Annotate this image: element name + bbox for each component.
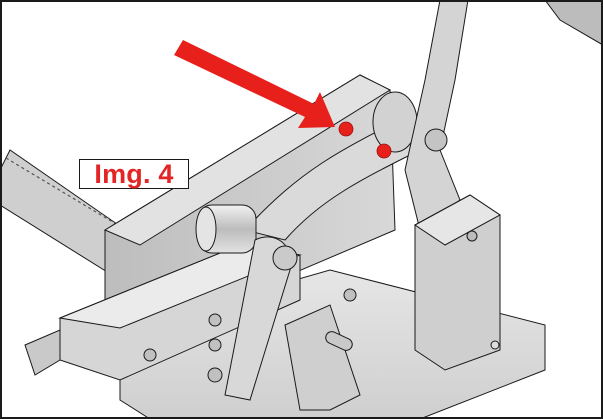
flap-plate <box>284 304 361 411</box>
lever-pivot <box>372 91 418 153</box>
figure-label-box: Img. 4 <box>79 159 189 189</box>
screw <box>208 338 222 352</box>
front-foot <box>24 329 61 376</box>
handle-pivot-bolt <box>424 128 448 152</box>
base-hole <box>490 340 500 350</box>
screw <box>207 367 223 383</box>
pointer-arrow <box>174 40 335 128</box>
rail-teeth <box>5 157 127 231</box>
screw <box>143 348 157 362</box>
column-post-top <box>414 194 501 246</box>
front-slide-top <box>58 244 302 329</box>
pin <box>325 331 353 351</box>
handle-rod <box>544 0 603 46</box>
link-pivot <box>272 245 298 271</box>
upper-hole-marker <box>338 121 354 137</box>
screw <box>208 313 222 327</box>
figure-label: Img. 4 <box>94 158 174 189</box>
roller-end <box>195 206 217 252</box>
column-bolt <box>466 230 478 242</box>
lower-hole-marker <box>376 143 392 159</box>
screw <box>343 288 357 302</box>
